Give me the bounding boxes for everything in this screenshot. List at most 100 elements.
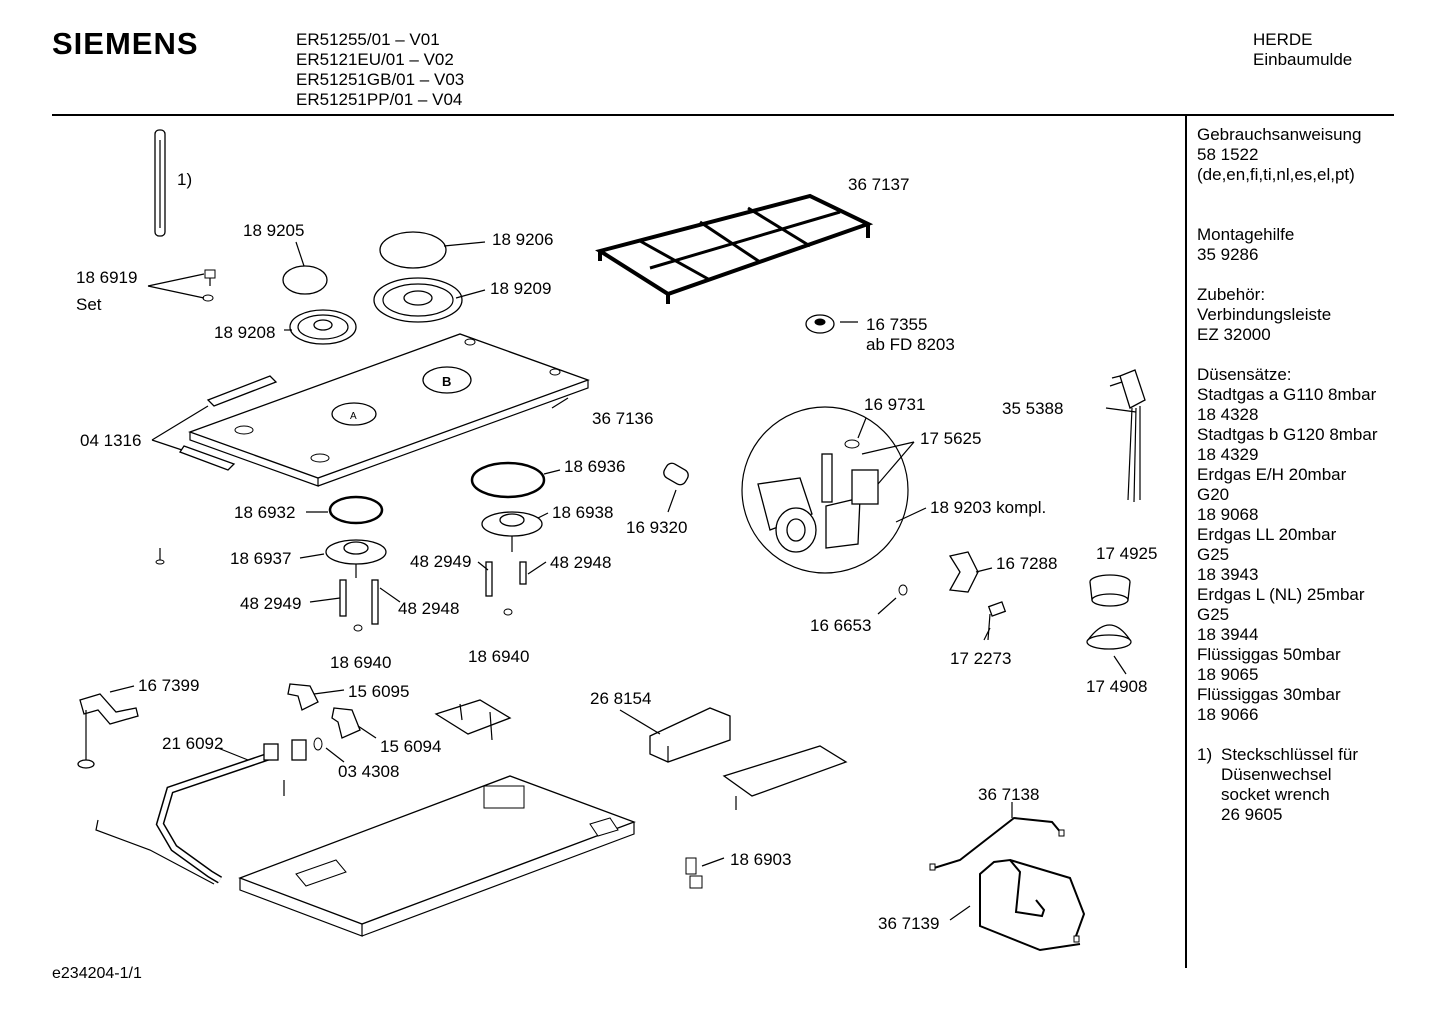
part-label: 18 9208 <box>214 323 275 342</box>
elbow-fitting-b-drawing <box>331 707 361 739</box>
sidebar-line: 35 9286 <box>1197 245 1259 264</box>
sidebar-line: (de,en,fi,ti,nl,es,el,pt) <box>1197 165 1355 184</box>
part-label: 16 7288 <box>996 554 1057 573</box>
drawing-id: e234204-1/1 <box>52 965 142 982</box>
igniter-unit-drawing <box>649 707 731 763</box>
sidebar-line: Erdgas L (NL) 25mbar <box>1197 585 1365 604</box>
part-label: 16 6653 <box>810 616 871 635</box>
sidebar-line: 18 3944 <box>1197 625 1259 644</box>
gas-pipe-drawing <box>95 737 323 885</box>
part-label: 17 4925 <box>1096 544 1157 563</box>
part-label: 18 6940 <box>330 653 391 672</box>
sidebar-line: 18 9068 <box>1197 505 1259 524</box>
sidebar-line: Montagehilfe <box>1197 225 1295 244</box>
category-line: HERDE <box>1253 30 1313 49</box>
mounting-bracket-drawing <box>434 699 512 741</box>
sidebar-line: Gebrauchsanweisung <box>1197 125 1362 144</box>
sidebar-line: Stadtgas a G110 8mbar <box>1197 385 1377 404</box>
exploded-diagram: 1) 18 9205 18 9206 18 6919 Set 18 9209 1… <box>76 129 1157 952</box>
screw-set-drawing <box>202 269 216 302</box>
part-label: 15 6095 <box>348 682 409 701</box>
part-label: 18 6919 <box>76 268 137 287</box>
burner-cap-174908-drawing <box>1086 624 1132 650</box>
leader-lines <box>109 241 1137 921</box>
footnote-line: socket wrench <box>1221 785 1330 804</box>
elbow-fitting-a-drawing <box>287 683 319 711</box>
part-label: 16 9320 <box>626 518 687 537</box>
burner-marker: A <box>350 411 357 422</box>
footnote-line: 26 9605 <box>1221 805 1283 824</box>
burner-base-large-drawing <box>373 277 463 323</box>
sidebar-line: Flüssiggas 30mbar <box>1197 685 1341 704</box>
sidebar-line: 18 9065 <box>1197 665 1259 684</box>
part-label: 18 6903 <box>730 850 791 869</box>
burner-cap-small-drawing <box>282 265 328 295</box>
part-label: 36 7137 <box>848 175 909 194</box>
sidebar-line: 18 4329 <box>1197 445 1259 464</box>
sidebar-line: G20 <box>1197 485 1230 504</box>
part-label: 26 8154 <box>590 689 651 708</box>
model-number: ER51251GB/01 – V03 <box>296 70 465 89</box>
sidebar-line: Flüssiggas 50mbar <box>1197 645 1341 664</box>
part-label: 18 6936 <box>564 457 625 476</box>
nozzle-ring-drawing <box>1089 574 1131 607</box>
ignition-wire-b-drawing <box>979 858 1086 952</box>
spindle-drawing <box>663 462 689 486</box>
model-number: ER51251PP/01 – V04 <box>296 90 463 109</box>
part-label: 03 4308 <box>338 762 399 781</box>
part-label: 35 5388 <box>1002 399 1063 418</box>
part-label: Set <box>76 295 102 314</box>
clip-drawing <box>948 551 979 593</box>
sidebar-line: Erdgas E/H 20mbar <box>1197 465 1347 484</box>
part-label: 17 2273 <box>950 649 1011 668</box>
part-label: 48 2949 <box>410 552 471 571</box>
part-label: 48 2949 <box>240 594 301 613</box>
sidebar-line: G25 <box>1197 545 1230 564</box>
power-cable-drawing <box>1109 369 1146 503</box>
part-label: 1) <box>177 170 192 189</box>
bracket-drawing <box>79 693 139 725</box>
category-line: Einbaumulde <box>1253 50 1353 69</box>
part-label: 17 4908 <box>1086 677 1147 696</box>
parts-sidebar: Gebrauchsanweisung 58 1522 (de,en,fi,ti,… <box>1197 125 1378 825</box>
part-label: 16 7399 <box>138 676 199 695</box>
terminal-drawing <box>685 857 703 889</box>
part-label: 18 9205 <box>243 221 304 240</box>
burner-ring-small-drawing <box>328 495 384 525</box>
screw-small-drawing <box>155 548 165 565</box>
product-category: HERDE Einbaumulde <box>1253 30 1352 70</box>
burner-ring-large-drawing <box>470 461 546 499</box>
model-list: ER51255/01 – V01 ER5121EU/01 – V02 ER512… <box>296 30 464 110</box>
screw-172273-drawing <box>987 601 1007 641</box>
sidebar-line: Zubehör: <box>1197 285 1266 304</box>
pan-support-drawing <box>595 193 874 304</box>
header-divider <box>52 114 1394 116</box>
part-label: 48 2948 <box>550 553 611 572</box>
socket-wrench-drawing <box>154 129 166 237</box>
part-label: 16 7355 <box>866 315 927 334</box>
part-label: 17 5625 <box>920 429 981 448</box>
sidebar-line: 18 4328 <box>1197 405 1259 424</box>
sidebar-line: EZ 32000 <box>1197 325 1271 344</box>
footnote-marker: 1) <box>1197 745 1213 764</box>
electrodes-left-drawing <box>339 579 379 632</box>
model-number: ER51255/01 – V01 <box>296 30 440 49</box>
sidebar-line: Düsensätze: <box>1197 365 1292 384</box>
part-label: 15 6094 <box>380 737 441 756</box>
sidebar-line: G25 <box>1197 605 1230 624</box>
brand-logo: SIEMENS <box>52 26 199 61</box>
burner-cap-large-drawing <box>379 231 447 269</box>
hob-top-plate-drawing <box>188 333 590 487</box>
part-label: 48 2948 <box>398 599 459 618</box>
part-label: ab FD 8203 <box>866 335 955 354</box>
part-label: 18 6938 <box>552 503 613 522</box>
ignition-wire-a-drawing <box>929 816 1065 871</box>
footnote-line: Steckschlüssel für <box>1221 745 1358 764</box>
part-label: 18 9206 <box>492 230 553 249</box>
part-label: 16 9731 <box>864 395 925 414</box>
burner-marker: B <box>442 374 451 389</box>
part-label: 04 1316 <box>80 431 141 450</box>
burner-body-right-drawing <box>481 511 543 552</box>
sidebar-line: Stadtgas b G120 8mbar <box>1197 425 1378 444</box>
footnote-line: Düsenwechsel <box>1221 765 1332 784</box>
